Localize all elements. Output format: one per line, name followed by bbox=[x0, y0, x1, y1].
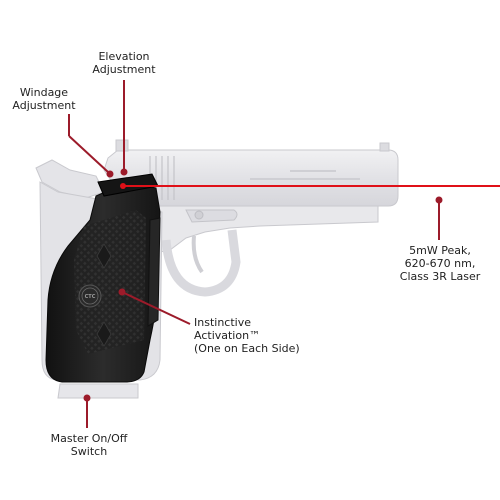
master-switch-label: Master On/Off Switch bbox=[50, 432, 128, 458]
windage-adjustment-label: Windage Adjustment bbox=[12, 86, 76, 112]
slide-stop bbox=[185, 209, 238, 223]
pistol-frame bbox=[139, 205, 379, 255]
trigger bbox=[191, 235, 204, 274]
instinctive-activation-label: Instinctive Activation™ (One on Each Sid… bbox=[194, 316, 300, 355]
activation-pad bbox=[147, 217, 161, 327]
grip-diamonds bbox=[96, 243, 112, 347]
front-sight bbox=[379, 142, 390, 152]
laser-aperture bbox=[120, 183, 126, 189]
callout-lines bbox=[68, 80, 443, 428]
magazine-base bbox=[57, 383, 139, 399]
trigger-guard bbox=[161, 229, 241, 297]
slide-engraving bbox=[250, 170, 360, 180]
laser-spec-label: 5mW Peak, 620-670 nm, Class 3R Laser bbox=[399, 244, 481, 283]
elevation-adjustment-label: Elevation Adjustment bbox=[92, 50, 156, 76]
rear-sight bbox=[115, 139, 129, 152]
grip-logo-text: CTC bbox=[85, 294, 96, 300]
activation-callout-line bbox=[121, 291, 191, 325]
grip-checkering bbox=[74, 210, 146, 354]
